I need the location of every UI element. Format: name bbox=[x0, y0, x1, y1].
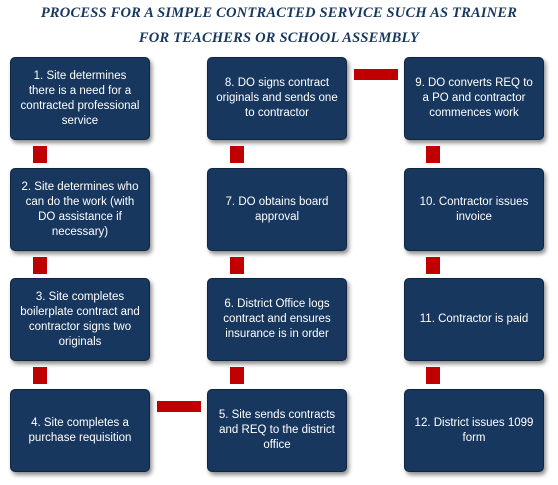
connector-1-2 bbox=[33, 146, 47, 163]
step-9-text: 9. DO converts REQ to a PO and contracto… bbox=[415, 77, 533, 119]
step-8-text: 8. DO signs contract originals and sends… bbox=[216, 77, 338, 119]
step-12-text: 12. District issues 1099 form bbox=[414, 416, 534, 444]
step-1-text: 1. Site determines there is a need for a… bbox=[20, 69, 140, 127]
step-7-box: 7. DO obtains board approval bbox=[207, 168, 347, 251]
step-2-text: 2. Site determines who can do the work (… bbox=[21, 180, 139, 238]
step-6-text: 6. District Office logs contract and ens… bbox=[223, 298, 331, 340]
step-11-box: 11. Contractor is paid bbox=[404, 278, 544, 361]
step-8-box: 8. DO signs contract originals and sends… bbox=[207, 57, 347, 140]
connector-10-11 bbox=[426, 257, 440, 274]
page-title-line-1: PROCESS FOR A SIMPLE CONTRACTED SERVICE … bbox=[40, 5, 518, 21]
step-2-box: 2. Site determines who can do the work (… bbox=[10, 168, 150, 251]
step-12-box: 12. District issues 1099 form bbox=[404, 389, 544, 472]
step-11-text: 11. Contractor is paid bbox=[419, 313, 529, 325]
connector-2-3 bbox=[33, 257, 47, 274]
step-4-box: 4. Site completes a purchase requisition bbox=[10, 389, 150, 472]
connector-8-9 bbox=[354, 69, 398, 80]
step-7-text: 7. DO obtains board approval bbox=[225, 195, 329, 223]
step-3-text: 3. Site completes boilerplate contract a… bbox=[20, 290, 140, 348]
connector-9-10 bbox=[426, 146, 440, 163]
step-10-text: 10. Contractor issues invoice bbox=[419, 195, 529, 223]
connector-4-5 bbox=[157, 401, 201, 412]
connector-6-7 bbox=[230, 257, 244, 274]
step-6-box: 6. District Office logs contract and ens… bbox=[207, 278, 347, 361]
step-3-box: 3. Site completes boilerplate contract a… bbox=[10, 278, 150, 361]
step-10-box: 10. Contractor issues invoice bbox=[404, 168, 544, 251]
step-4-text: 4. Site completes a purchase requisition bbox=[28, 416, 132, 444]
connector-11-12 bbox=[426, 367, 440, 384]
page-title-line-2: FOR TEACHERS OR SCHOOL ASSEMBLY bbox=[138, 30, 420, 46]
connector-5-6 bbox=[230, 367, 244, 384]
step-1-box: 1. Site determines there is a need for a… bbox=[10, 57, 150, 140]
connector-3-4 bbox=[33, 367, 47, 384]
step-9-box: 9. DO converts REQ to a PO and contracto… bbox=[404, 57, 544, 140]
connector-7-8 bbox=[230, 146, 244, 163]
step-5-text: 5. Site sends contracts and REQ to the d… bbox=[218, 409, 336, 451]
step-5-box: 5. Site sends contracts and REQ to the d… bbox=[207, 389, 347, 472]
